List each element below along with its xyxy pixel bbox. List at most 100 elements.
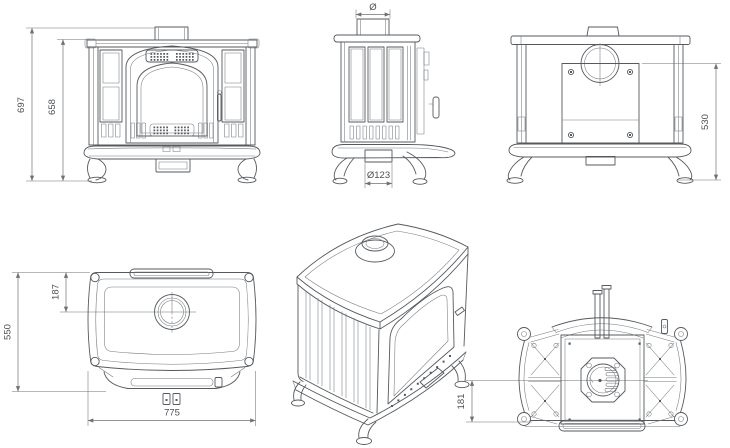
- hinge-blocks: [423, 51, 430, 81]
- panel-3: [386, 46, 404, 123]
- hinge-pins: [592, 285, 612, 339]
- iso-legs: [291, 360, 470, 445]
- front-view: 697 658: [16, 26, 261, 184]
- rear-leg: [333, 157, 355, 181]
- lattice-bolt: [531, 343, 537, 348]
- bottom-grille-dots: [153, 126, 189, 135]
- front-right-leg: [451, 360, 466, 382]
- collar-top: [361, 235, 389, 252]
- base-plinth: [508, 143, 692, 158]
- lip-outline: [103, 371, 241, 389]
- extension-lines: [642, 63, 721, 181]
- front-left-leg: [358, 418, 377, 439]
- foot-center: [678, 416, 684, 422]
- bolt: [586, 391, 592, 398]
- lattice-bars: [528, 342, 562, 418]
- bolt: [567, 68, 575, 76]
- door-bottom-band: [130, 122, 214, 139]
- side-legs: [332, 151, 428, 185]
- left-foot: [506, 177, 524, 184]
- bolt: [567, 131, 575, 139]
- corner-posts-top: [90, 272, 254, 367]
- top-plate-inner: [304, 230, 460, 315]
- post-details: [517, 44, 683, 144]
- left-lattice: [528, 342, 562, 418]
- base-moulding: [337, 147, 449, 153]
- right-panel-upper: [224, 52, 242, 84]
- front-leg: [402, 151, 427, 180]
- door-frame: [125, 45, 219, 144]
- flue-collar: [356, 18, 390, 36]
- lattice-bolt: [553, 343, 559, 348]
- panel-1-inner: [350, 48, 364, 121]
- panel-2-inner: [369, 48, 383, 121]
- front-lip-bottom-inner: [562, 423, 642, 429]
- base-band-ends: [292, 351, 467, 391]
- right-panel-lower: [224, 86, 242, 121]
- left-panel-upper: [102, 52, 120, 84]
- band-inner: [551, 323, 653, 339]
- dim-flue-diameter: Ø: [355, 2, 391, 19]
- ash-lip: [155, 158, 191, 173]
- door-handle: [217, 93, 222, 122]
- flue-collar-detail: [158, 27, 185, 41]
- pin-right-cap: [601, 285, 612, 290]
- foot: [674, 412, 688, 426]
- corner-brackets: [528, 329, 677, 425]
- extension-lines: [26, 27, 155, 182]
- rear-legs: [506, 156, 694, 184]
- plate-bolt-dots: [568, 342, 641, 421]
- rear-foot: [332, 177, 348, 185]
- door-frame-iso: [387, 286, 455, 405]
- frame-lines: [407, 45, 411, 141]
- pilaster-detail: [93, 46, 251, 146]
- dim-outlet-diameter: Ø123: [364, 163, 393, 188]
- isometric-view: [291, 223, 470, 445]
- outline: [87, 272, 257, 371]
- front-legs: [87, 158, 257, 184]
- bottom-slats: [349, 125, 400, 140]
- right-leg: [667, 156, 693, 181]
- flue-collar-iso: [355, 235, 395, 263]
- side-face-edges: [297, 284, 380, 414]
- handle-lever: [432, 96, 440, 119]
- pin-right: [603, 288, 610, 339]
- lattice-bolt: [553, 411, 559, 417]
- dim-width: 775: [87, 371, 256, 426]
- dim-overall-height: 697: [16, 27, 155, 182]
- base-plinth: [83, 145, 261, 160]
- lattice-bolt: [668, 411, 674, 417]
- bottom-slats: [130, 122, 214, 139]
- dim-flue-center-height: 530: [642, 63, 721, 181]
- handle-knob-top: [214, 377, 223, 388]
- right-foot: [237, 176, 257, 184]
- dimension-label: 187: [51, 284, 62, 300]
- base-plinth: [331, 144, 456, 159]
- side-latch: [661, 319, 668, 334]
- floor-outlet: [364, 149, 393, 163]
- dimension-label: 658: [47, 99, 58, 115]
- top-vent-grille: [145, 49, 199, 63]
- handle-iso: [454, 306, 465, 316]
- dimension-label: Ø123: [367, 170, 390, 181]
- pin-left: [594, 293, 601, 339]
- outlet-port-inner: [589, 366, 617, 394]
- ash-lip: [585, 156, 616, 166]
- lattice-bolt: [531, 411, 537, 417]
- flue-collar-top: [154, 292, 190, 333]
- foot-center: [678, 331, 684, 337]
- dim-depth: 550: [3, 272, 106, 392]
- extension-lines: [87, 371, 256, 426]
- foot: [517, 412, 531, 426]
- left-foot: [87, 176, 107, 184]
- side-view: Ø: [331, 2, 456, 188]
- right-foot: [676, 177, 694, 184]
- slot: [604, 388, 617, 392]
- ball-feet: [517, 327, 688, 426]
- left-panel: [99, 49, 123, 123]
- top-hood: [586, 26, 620, 37]
- top-plate-caps: [520, 35, 681, 45]
- dimension-label: 530: [700, 114, 711, 130]
- grate-slots: [604, 367, 619, 392]
- lattice-bolt: [646, 411, 652, 417]
